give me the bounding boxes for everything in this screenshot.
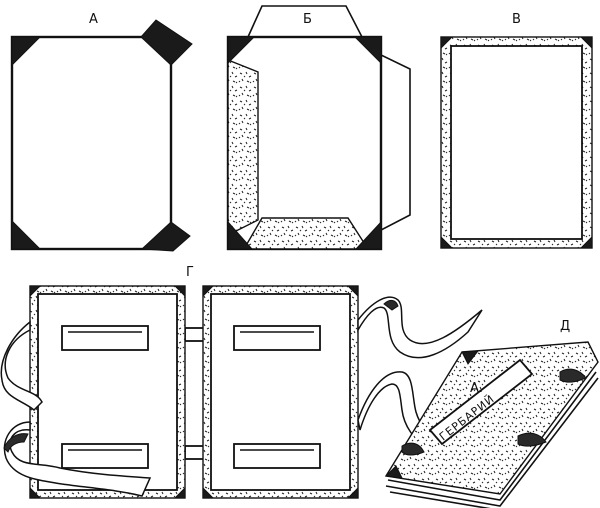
panel-a-board bbox=[10, 35, 173, 251]
binding-slot-left-top bbox=[61, 325, 149, 351]
tie-left bbox=[401, 442, 425, 456]
top-flap-outline bbox=[247, 5, 363, 38]
left-flap-speckled bbox=[227, 58, 259, 237]
corner-mark bbox=[384, 465, 403, 479]
corner-mark bbox=[29, 285, 42, 298]
panel-a-label: А bbox=[89, 12, 98, 27]
ribbon-left-lower bbox=[3, 421, 152, 497]
panel-v-inner-sheet bbox=[450, 45, 583, 240]
corner-mark bbox=[202, 486, 215, 499]
spine-strip-top bbox=[184, 327, 206, 342]
page-edge bbox=[387, 371, 597, 501]
ribbon-fold bbox=[3, 433, 29, 453]
panel-d: Д ГЕРБАРИЙ А. bbox=[384, 319, 599, 508]
panel-b: Б bbox=[226, 5, 411, 251]
binding-slot-left-bottom bbox=[61, 443, 149, 469]
corner-top-left bbox=[11, 36, 42, 67]
corner-mark bbox=[346, 285, 359, 298]
panel-b-label: Б bbox=[303, 12, 312, 27]
corner-mark bbox=[29, 486, 42, 499]
ribbon-left-upper bbox=[0, 320, 43, 412]
panel-a: А bbox=[10, 12, 193, 252]
page-edge bbox=[389, 491, 491, 508]
tie-right-top bbox=[559, 368, 587, 383]
corner-mark bbox=[346, 486, 359, 499]
panel-g-label: Г bbox=[186, 265, 194, 280]
corner-top-right bbox=[579, 36, 593, 50]
corner-bottom-left bbox=[227, 220, 254, 250]
page-edge bbox=[385, 377, 599, 507]
panel-v: В bbox=[440, 12, 593, 249]
corner-mark bbox=[173, 285, 186, 298]
corner-bottom-right bbox=[354, 220, 382, 250]
corner-mark bbox=[202, 285, 215, 298]
cover-label-plate bbox=[428, 358, 534, 446]
corner-bottom-left bbox=[11, 219, 42, 250]
tie-right-bottom bbox=[517, 432, 547, 447]
corner-mark bbox=[173, 486, 186, 499]
cover-letter: А. bbox=[470, 381, 483, 396]
corner-top-left bbox=[440, 36, 454, 50]
panel-v-label: В bbox=[512, 12, 521, 27]
binding-slot-right-top bbox=[233, 325, 321, 351]
corner-pieces bbox=[11, 19, 193, 252]
corner-mark bbox=[461, 350, 480, 365]
spine-strip-bottom bbox=[184, 445, 206, 460]
bottom-flap-speckled bbox=[242, 217, 370, 250]
folder-cover bbox=[384, 341, 599, 495]
ribbon-right-upper bbox=[357, 296, 483, 359]
corner-bottom-right-flap bbox=[140, 221, 191, 252]
binding-slot-right-bottom bbox=[233, 443, 321, 469]
corner-bottom-left bbox=[440, 235, 454, 249]
right-flap-outline bbox=[380, 54, 411, 231]
corner-top-right bbox=[353, 36, 382, 65]
corner-top-left bbox=[227, 36, 256, 65]
ribbon-fold bbox=[383, 299, 399, 311]
corner-top-right-flap bbox=[140, 19, 193, 66]
corner-bottom-right bbox=[579, 235, 593, 249]
panel-d-label: Д bbox=[560, 319, 570, 334]
